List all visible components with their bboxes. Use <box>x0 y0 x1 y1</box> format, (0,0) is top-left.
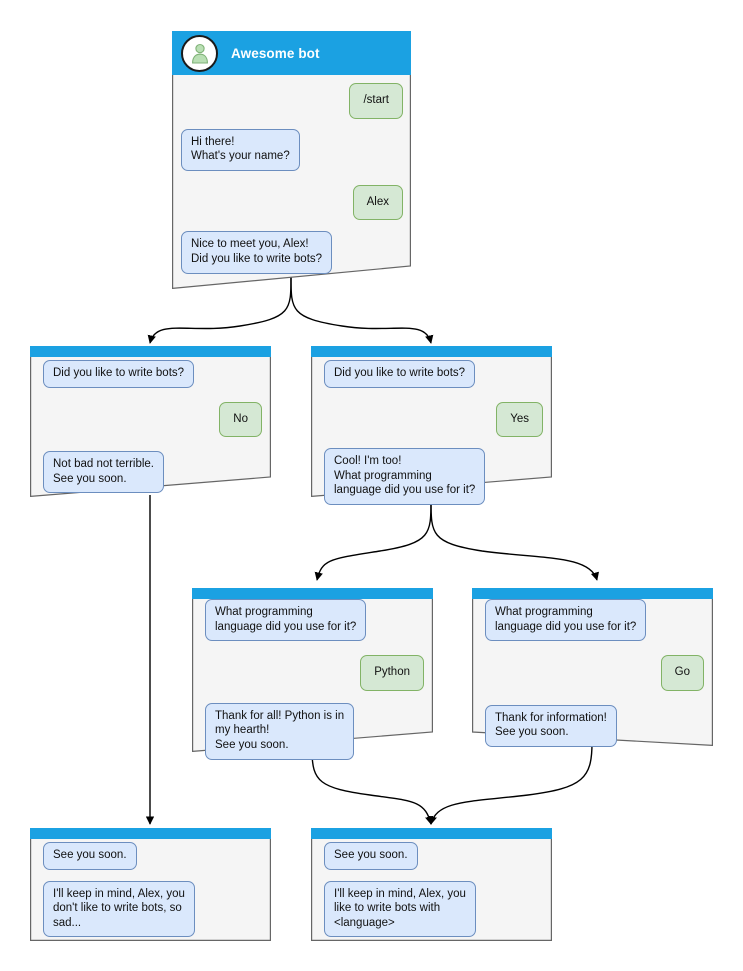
bot-message-bubble: See you soon. <box>43 842 137 870</box>
bot-header: Awesome bot <box>172 31 411 75</box>
user-message-bubble: No <box>219 401 262 438</box>
message-list-yes: Did you like to write bots? Yes Cool! I'… <box>311 360 552 505</box>
message-list-end-happy: See you soon. I'll keep in mind, Alex, y… <box>311 842 552 938</box>
user-message-bubble: /start <box>349 83 403 119</box>
card-accent-strip <box>30 828 271 839</box>
bot-message-bubble: Thank for information! See you soon. <box>485 704 617 747</box>
message-row: What programming language did you use fo… <box>485 599 704 642</box>
message-row: I'll keep in mind, Alex, you like to wri… <box>324 880 543 938</box>
card-accent-strip <box>30 346 271 357</box>
chat-card-root[interactable]: Awesome bot /start Hi there! What's your… <box>172 31 411 289</box>
message-row: See you soon. <box>324 842 543 870</box>
message-list-end-sad: See you soon. I'll keep in mind, Alex, y… <box>30 842 271 938</box>
bot-message-bubble: What programming language did you use fo… <box>205 599 367 642</box>
user-message-bubble: Alex <box>352 184 403 221</box>
message-row: Hi there! What's your name? <box>181 128 403 171</box>
message-row: No <box>43 401 262 438</box>
message-row: /start <box>181 83 403 119</box>
card-accent-strip <box>311 346 552 357</box>
bot-message-bubble: Cool! I'm too! What programming language… <box>324 448 486 505</box>
bot-message-bubble: Thank for all! Python is in my hearth! S… <box>205 702 355 760</box>
chat-card-end-happy[interactable]: See you soon. I'll keep in mind, Alex, y… <box>311 828 552 941</box>
message-row: See you soon. <box>43 842 262 870</box>
message-row: Thank for information! See you soon. <box>485 704 704 747</box>
bot-message-bubble: Not bad not terrible. See you soon. <box>43 451 165 494</box>
message-list-go: What programming language did you use fo… <box>472 599 713 747</box>
message-row: Nice to meet you, Alex! Did you like to … <box>181 231 403 274</box>
bot-message-bubble: Nice to meet you, Alex! Did you like to … <box>181 231 333 274</box>
bot-message-bubble: What programming language did you use fo… <box>485 599 647 642</box>
user-message-bubble: Yes <box>496 401 543 438</box>
message-row: What programming language did you use fo… <box>205 599 424 642</box>
message-row: Alex <box>181 184 403 221</box>
message-row: Not bad not terrible. See you soon. <box>43 451 262 494</box>
card-accent-strip <box>472 588 713 599</box>
edge-python-to-end-happy <box>311 749 434 825</box>
chat-card-python[interactable]: What programming language did you use fo… <box>192 588 433 760</box>
bot-message-bubble: Hi there! What's your name? <box>181 128 300 171</box>
message-row: I'll keep in mind, Alex, you don't like … <box>43 880 262 938</box>
bot-message-bubble: I'll keep in mind, Alex, you don't like … <box>43 880 195 938</box>
edge-yes-to-go <box>430 499 599 581</box>
edge-yes-to-python <box>314 499 432 581</box>
message-row: Yes <box>324 401 543 438</box>
message-row: Cool! I'm too! What programming language… <box>324 448 543 505</box>
bot-message-bubble: I'll keep in mind, Alex, you like to wri… <box>324 880 476 938</box>
message-row: Python <box>205 655 424 691</box>
bot-message-bubble: Did you like to write bots? <box>43 360 195 388</box>
message-list-no: Did you like to write bots? No Not bad n… <box>30 360 271 494</box>
bot-message-bubble: Did you like to write bots? <box>324 360 476 388</box>
user-message-bubble: Go <box>660 655 704 691</box>
bot-message-bubble: See you soon. <box>324 842 418 870</box>
card-accent-strip <box>311 828 552 839</box>
chat-card-go[interactable]: What programming language did you use fo… <box>472 588 713 747</box>
bot-title: Awesome bot <box>231 45 320 61</box>
chat-card-end-sad[interactable]: See you soon. I'll keep in mind, Alex, y… <box>30 828 271 941</box>
chat-card-no[interactable]: Did you like to write bots? No Not bad n… <box>30 346 271 497</box>
message-list-python: What programming language did you use fo… <box>192 599 433 760</box>
user-message-bubble: Python <box>360 655 424 691</box>
person-avatar-icon <box>181 34 218 72</box>
message-row: Thank for all! Python is in my hearth! S… <box>205 702 424 760</box>
message-row: Go <box>485 655 704 691</box>
message-row: Did you like to write bots? <box>43 360 262 388</box>
message-list-root: /start Hi there! What's your name? Alex … <box>172 83 411 274</box>
edge-go-to-end-happy <box>428 742 593 825</box>
message-row: Did you like to write bots? <box>324 360 543 388</box>
card-accent-strip <box>192 588 433 599</box>
chat-card-yes[interactable]: Did you like to write bots? Yes Cool! I'… <box>311 346 552 505</box>
